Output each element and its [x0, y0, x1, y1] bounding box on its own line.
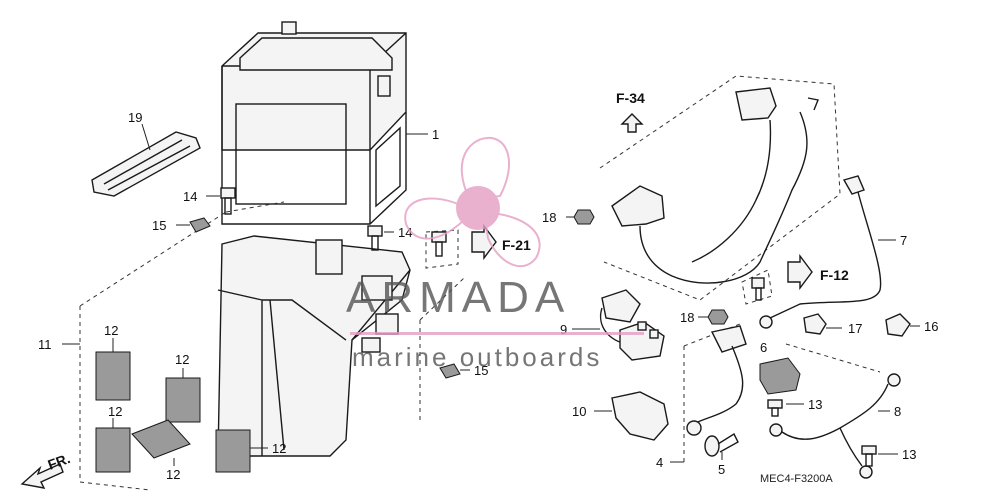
callout-13a: 13 [808, 397, 822, 412]
callout-12b: 12 [175, 352, 189, 367]
callout-7: 7 [900, 233, 907, 248]
terminal-cover-6 [759, 357, 801, 395]
ref-f21: F-21 [471, 223, 531, 261]
battery [221, 21, 407, 225]
wire-harness [611, 87, 819, 284]
callout-10: 10 [572, 404, 586, 419]
callout-13b: 13 [902, 447, 916, 462]
callout-6: 6 [760, 340, 767, 355]
clip-16 [885, 313, 911, 337]
callout-15b: 15 [474, 363, 488, 378]
nut-18a [573, 209, 595, 225]
callout-14a: 14 [183, 189, 197, 204]
callout-17: 17 [848, 321, 862, 336]
watermark-tagline: marine outboards [352, 342, 602, 372]
rubber-pads [95, 351, 251, 473]
callout-12d: 12 [166, 467, 180, 482]
callout-19: 19 [128, 110, 142, 125]
pad-4 [131, 419, 191, 459]
terminal-5 [704, 432, 739, 457]
pad-5 [215, 429, 251, 473]
ref-f12: F-12 [787, 253, 849, 291]
cable-7 [759, 175, 882, 329]
bolt-14b [367, 225, 383, 251]
callout-12a: 12 [104, 323, 118, 338]
bolt-f12 [751, 277, 765, 301]
bolt-13b [861, 445, 877, 467]
bolt-14a [220, 187, 236, 215]
starter-relay [599, 289, 665, 361]
clip-15a [189, 217, 211, 233]
callout-9: 9 [560, 322, 567, 337]
pad-2 [165, 377, 201, 423]
callout-18a: 18 [542, 210, 556, 225]
callout-12c: 12 [108, 404, 122, 419]
callout-5: 5 [718, 462, 725, 477]
ref-f34: F-34 [616, 90, 645, 133]
watermark-brand: ARMADA [346, 273, 570, 322]
relay-cover-10 [611, 391, 669, 441]
propeller-logo-icon [404, 136, 541, 268]
front-arrow-icon: FR. [20, 450, 73, 489]
watermark-divider [350, 332, 644, 335]
callout-11: 11 [38, 337, 52, 352]
ref-f34-label: F-34 [616, 90, 645, 106]
callout-18b: 18 [680, 310, 694, 325]
clip-15b [439, 363, 461, 379]
callout-1: 1 [432, 127, 439, 142]
front-label: FR. [46, 450, 73, 473]
callout-15a: 15 [152, 218, 166, 233]
pad-3 [95, 427, 131, 473]
battery-strap [91, 131, 201, 197]
pad-1 [95, 351, 131, 401]
nut-18b [707, 309, 729, 325]
callout-8: 8 [894, 404, 901, 419]
ref-f21-label: F-21 [502, 237, 531, 253]
callout-12e: 12 [272, 441, 286, 456]
callout-4: 4 [656, 455, 663, 470]
battery-case [217, 235, 411, 457]
cable-4 [686, 325, 747, 436]
diagram-code: MEC4-F3200A [760, 473, 833, 485]
armada-watermark: ARMADA marine outboards [346, 136, 644, 372]
ref-f12-label: F-12 [820, 267, 849, 283]
ground-cable-8 [769, 373, 901, 479]
bolt-13a [767, 399, 783, 417]
clip-17 [803, 313, 827, 335]
callout-16: 16 [924, 319, 938, 334]
